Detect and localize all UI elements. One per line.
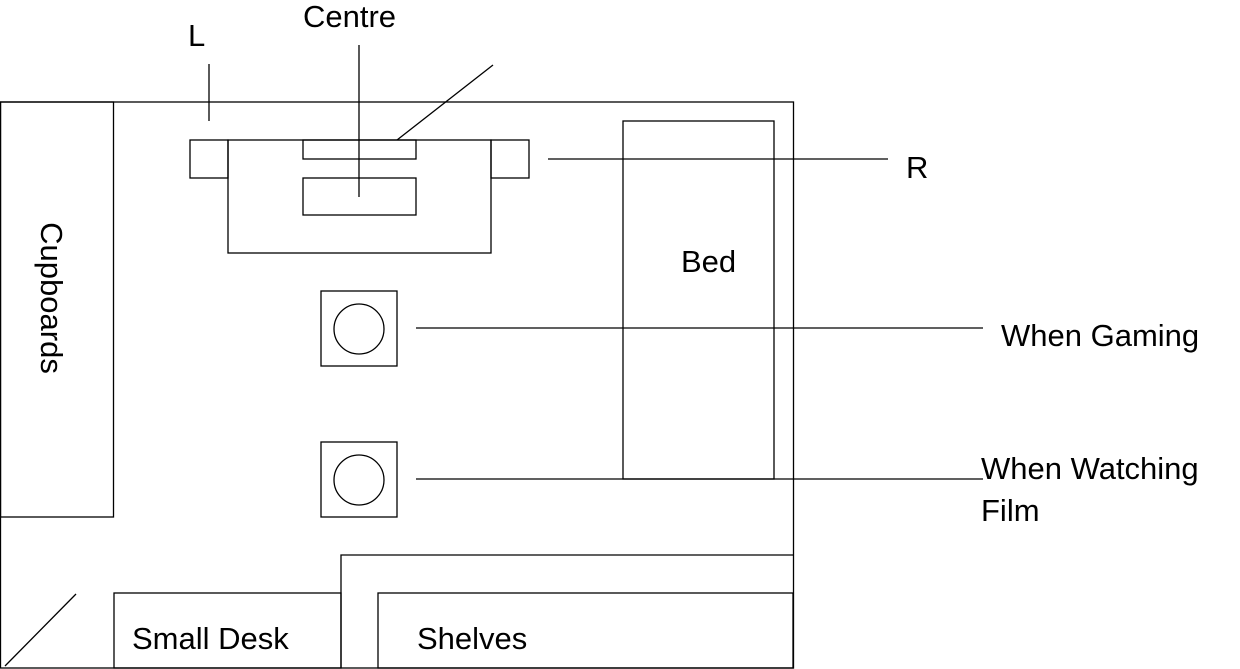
when-watching-label-line2: Film xyxy=(981,493,1040,528)
bed-label: Bed xyxy=(681,244,736,279)
seat-film-cushion xyxy=(333,454,385,506)
shelves-label: Shelves xyxy=(417,621,527,656)
bed xyxy=(622,120,775,480)
left-speaker xyxy=(189,139,229,179)
right-speaker-label: R xyxy=(906,150,928,185)
shelves-outer xyxy=(340,554,793,668)
cupboards xyxy=(0,101,115,518)
cupboards-label: Cupboards xyxy=(34,222,69,374)
seat-gaming-cushion xyxy=(333,303,385,355)
room-wall xyxy=(0,101,795,669)
when-gaming-label: When Gaming xyxy=(1001,318,1199,353)
left-speaker-label: L xyxy=(188,18,205,53)
seat-gaming xyxy=(320,290,398,367)
shelves xyxy=(377,592,794,669)
centre-speaker-label: Centre xyxy=(303,0,396,34)
small-desk-label: Small Desk xyxy=(132,621,289,656)
door xyxy=(4,593,77,667)
seat-film xyxy=(320,441,398,518)
centre-diagonal-leader xyxy=(396,64,494,141)
right-speaker xyxy=(490,139,530,179)
when-watching-label-line1: When Watching xyxy=(981,451,1199,486)
